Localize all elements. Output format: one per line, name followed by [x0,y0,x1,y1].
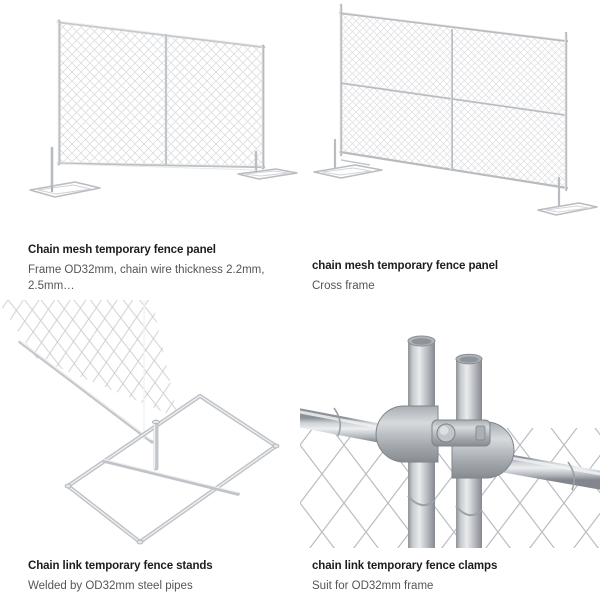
welded-base-stand [64,393,280,545]
product-card-fence-stands[interactable]: Chain link temporary fence stands Welded… [0,300,300,600]
product-image-chain-mesh-fence-panel[interactable] [0,0,300,235]
product-image-fence-stands[interactable] [0,300,300,555]
fence-clamp-illustration [300,300,600,548]
caption-block: chain link temporary fence clamps Suit f… [300,555,600,600]
product-description: Cross frame [312,280,375,292]
chain-link-mesh-panel [0,300,178,444]
caption-block: Chain mesh temporary fence panel Frame O… [0,235,300,300]
fence-base-left [313,138,383,179]
fence-panel-large [0,0,300,235]
product-title[interactable]: chain mesh temporary fence panel [312,260,498,272]
product-image-cross-frame-panel[interactable] [300,0,600,251]
fence-base-left [29,146,101,198]
product-card-fence-clamps[interactable]: chain link temporary fence clamps Suit f… [300,300,600,600]
product-description: Welded by OD32mm steel pipes [28,580,193,592]
caption-block: chain mesh temporary fence panel Cross f… [300,251,600,300]
product-image-fence-clamps[interactable] [300,300,600,555]
cross-frame-panel-illustration [300,0,600,240]
chain-link-mesh-background [300,428,600,548]
product-card-cross-frame-panel[interactable]: chain mesh temporary fence panel Cross f… [300,0,600,300]
product-title[interactable]: Chain mesh temporary fence panel [28,244,216,256]
fence-stand-illustration [0,300,300,548]
product-description: Frame OD32mm, chain wire thickness 2.2mm… [28,264,265,292]
product-card-chain-mesh-fence-panel[interactable]: Chain mesh temporary fence panel Frame O… [0,0,300,300]
product-title[interactable]: chain link temporary fence clamps [312,560,498,572]
product-title[interactable]: Chain link temporary fence stands [28,560,213,572]
cross-frame-panel-body [313,3,598,216]
fence-base-right [537,176,598,216]
caption-block: Chain link temporary fence stands Welded… [0,555,300,600]
fence-vertical-post [143,300,149,440]
fence-base-right [237,150,298,180]
product-description: Suit for OD32mm frame [312,580,434,592]
fence-clamp-assembly [375,405,515,479]
fence-panel-illustration [0,0,300,235]
